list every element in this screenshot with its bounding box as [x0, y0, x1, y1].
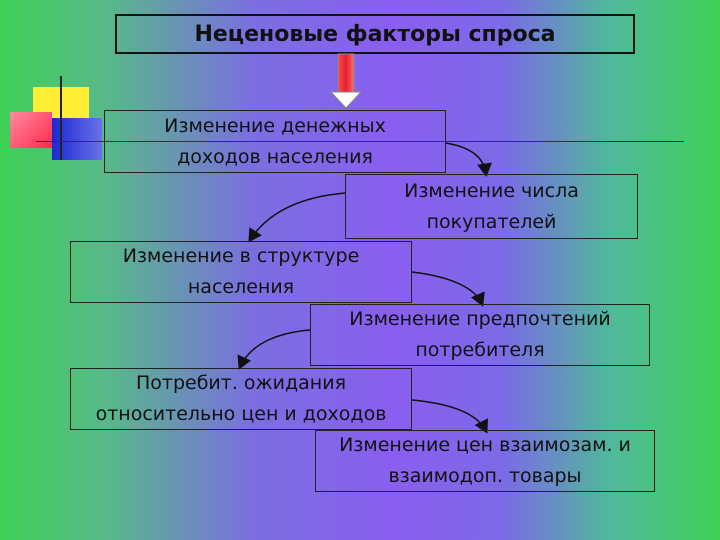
- factor-box-line1: Изменение числа: [404, 179, 579, 202]
- decor-red-square: [10, 112, 52, 148]
- arrow-3-to-4: [411, 271, 485, 307]
- factor-box-population-structure: Изменение в структуре населения: [70, 241, 412, 303]
- arrow-4-to-5: [237, 329, 311, 370]
- diagram-title: Неценовые факторы спроса: [115, 14, 635, 54]
- factor-box-line1: Потребит. ожидания: [135, 372, 346, 394]
- factor-box-income: Изменение денежных доходов населения: [104, 110, 446, 173]
- decor-horizontal-line: [36, 141, 684, 142]
- factor-box-related-goods-prices: Изменение цен взаимозам. и взаимодоп. то…: [315, 430, 655, 492]
- arrow-5-to-6: [411, 399, 489, 434]
- factor-box-line2: относительно цен и доходов: [95, 403, 387, 425]
- factor-box-line2: потребителя: [415, 339, 545, 361]
- arrow-1-to-2: [445, 142, 492, 177]
- factor-box-line2: взаимодоп. товары: [388, 465, 582, 487]
- arrow-2-to-3: [248, 192, 346, 243]
- factor-box-preferences: Изменение предпочтений потребителя: [310, 304, 650, 366]
- factor-box-line1: Изменение денежных: [164, 114, 386, 137]
- title-down-arrow: [329, 53, 363, 109]
- factor-box-line2: населения: [187, 276, 295, 298]
- factor-box-expectations: Потребит. ожидания относительно цен и до…: [70, 368, 412, 430]
- factor-box-line2: доходов населения: [177, 145, 373, 168]
- factor-box-line1: Изменение цен взаимозам. и: [339, 434, 631, 456]
- factor-box-line2: покупателей: [426, 210, 557, 233]
- factor-box-line1: Изменение в структуре: [122, 245, 360, 267]
- decor-vertical-line: [60, 76, 62, 160]
- factor-box-buyers: Изменение числа покупателей: [345, 174, 638, 239]
- factor-box-line1: Изменение предпочтений: [349, 308, 611, 330]
